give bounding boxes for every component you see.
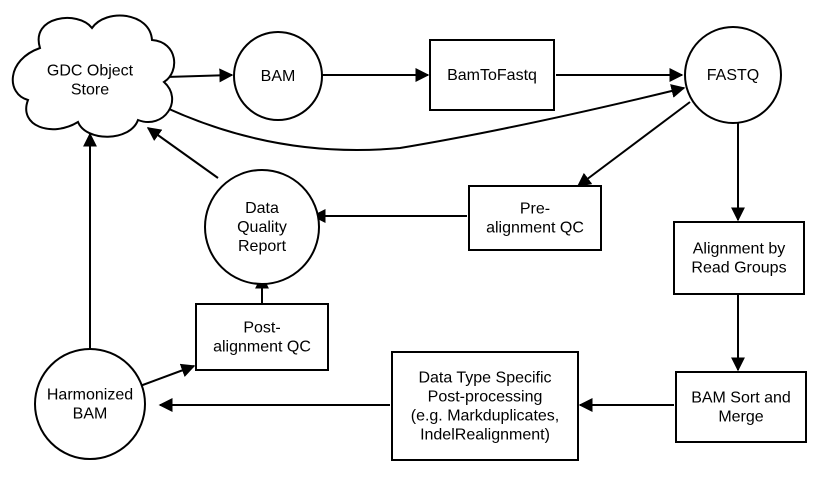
label-alignment-by-read-groups: Alignment by Read Groups [691, 241, 786, 277]
cloud-node-gdc-object-store [11, 14, 176, 138]
box-node-data-type-specific-post-processing [391, 351, 579, 461]
node-label-line: Read Groups [691, 260, 786, 277]
node-label-line: IndelRealignment) [420, 427, 550, 444]
node-label-line: Pre- [520, 201, 550, 218]
box-node-alignment-by-read-groups [673, 221, 805, 295]
node-label-line: Alignment by [693, 241, 786, 258]
edge-gdc-to-bam [165, 68, 234, 83]
circle-node-fastq [684, 26, 782, 124]
edge-report-to-gdc [146, 127, 219, 179]
box-node-pre-alignment-qc [468, 185, 602, 251]
edge-harmonized-to-postalignment [139, 363, 196, 387]
label-pre-alignment-qc: Pre-alignment QC [486, 201, 584, 237]
node-label-line: Report [238, 238, 287, 255]
edges [83, 68, 745, 412]
node-label-line: Data Type Specific [418, 370, 551, 387]
label-bam: BAM [261, 68, 296, 85]
node-label-line: (e.g. Markduplicates, [411, 408, 560, 425]
node-label-line: BAM [261, 68, 296, 85]
edge-fastq-to-prealignment [576, 101, 691, 187]
node-label-line: FASTQ [707, 67, 759, 84]
circle-node-bam [233, 31, 323, 121]
edge-gdc-to-fastq [149, 84, 686, 151]
node-label-line: BAM Sort and [691, 390, 791, 407]
circle-node-data-quality-report [204, 169, 320, 285]
node-label-line: Post- [243, 320, 280, 337]
node-label-line: BAM [73, 406, 108, 423]
box-node-post-alignment-qc [195, 303, 329, 371]
node-label-line: alignment QC [486, 220, 584, 237]
box-node-bamtofastq [429, 39, 555, 111]
node-label-line: GDC Object [47, 63, 134, 80]
node-label-line: BamToFastq [447, 67, 537, 84]
node-label-line: alignment QC [213, 339, 311, 356]
label-post-alignment-qc: Post-alignment QC [213, 320, 311, 356]
node-label-line: Harmonized [47, 387, 133, 404]
node-label-line: Merge [718, 409, 763, 426]
node-label-line: Data [245, 200, 279, 217]
node-label-line: Store [71, 82, 109, 99]
node-label-line: Post-processing [428, 389, 543, 406]
circle-node-harmonized-bam [34, 348, 146, 460]
label-bamtofastq: BamToFastq [447, 67, 537, 84]
box-node-bam-sort-and-merge [675, 371, 807, 443]
node-label-line: Quality [237, 219, 287, 236]
label-fastq: FASTQ [707, 67, 759, 84]
